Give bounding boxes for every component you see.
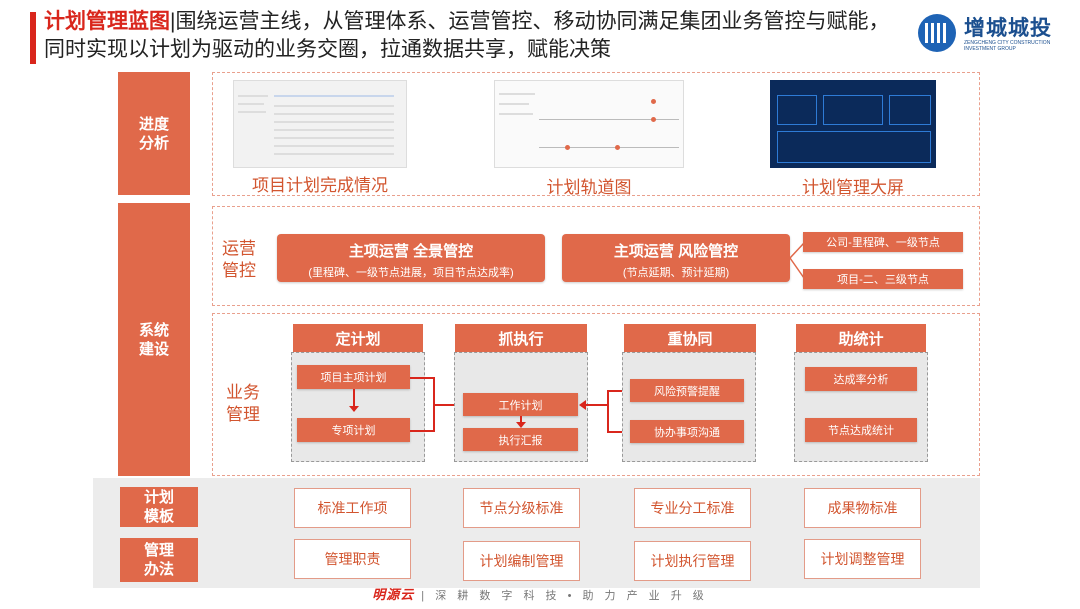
project-node-tag[interactable]: 项目-二、三级节点 bbox=[803, 269, 963, 289]
panorama-control-box[interactable]: 主项运营 全景管控 (里程碑、一级节点进展，项目节点达成率) bbox=[277, 234, 545, 282]
method-compile[interactable]: 计划编制管理 bbox=[463, 541, 580, 581]
plan-track-screenshot[interactable] bbox=[494, 80, 684, 168]
business-label: 业务管理 bbox=[226, 383, 260, 424]
plan-dashboard-screenshot[interactable] bbox=[770, 80, 936, 168]
side-label-progress: 进度分析 bbox=[118, 72, 190, 195]
item-rate-analysis[interactable]: 达成率分析 bbox=[805, 367, 917, 391]
item-risk-warning[interactable]: 风险预警提醒 bbox=[630, 379, 744, 402]
col-head-execute[interactable]: 抓执行 bbox=[455, 324, 587, 352]
item-coord-comm[interactable]: 协办事项沟通 bbox=[630, 420, 744, 443]
side-method-text: 管理办法 bbox=[143, 542, 174, 578]
company-logo: 增城城投 ZENGCHENG CITY CONSTRUCTION INVESTM… bbox=[918, 10, 1068, 56]
ops-label: 运营管控 bbox=[222, 239, 256, 280]
company-milestone-tag[interactable]: 公司-里程碑、一级节点 bbox=[803, 232, 963, 252]
footer: 明源云 | 深 耕 数 字 科 技 • 助 力 产 业 升 级 bbox=[372, 587, 708, 602]
template-division[interactable]: 专业分工标准 bbox=[634, 488, 751, 528]
side-template-text: 计划模板 bbox=[143, 489, 174, 525]
risk-title: 主项运营 风险管控 bbox=[613, 243, 739, 260]
item-main-plan[interactable]: 项目主项计划 bbox=[297, 365, 410, 389]
panorama-subtitle: (里程碑、一级节点进展，项目节点达成率) bbox=[308, 267, 514, 279]
title-accent-bar bbox=[30, 12, 36, 64]
template-standard-work[interactable]: 标准工作项 bbox=[294, 488, 411, 528]
caption-plan-completion: 项目计划完成情况 bbox=[252, 176, 388, 195]
panorama-title: 主项运营 全景管控 bbox=[348, 243, 474, 260]
page-title: 计划管理蓝图|围绕运营主线，从管理体系、运营管控、移动协同满足集团业务管控与赋能… bbox=[44, 8, 904, 64]
method-adjust[interactable]: 计划调整管理 bbox=[804, 539, 921, 579]
title-text: |围绕运营主线，从管理体系、运营管控、移动协同满足集团业务管控与赋能，同时实现以… bbox=[44, 10, 890, 61]
method-responsibility[interactable]: 管理职责 bbox=[294, 539, 411, 579]
footer-brand: 明源云 bbox=[372, 587, 415, 602]
col-head-statistics[interactable]: 助统计 bbox=[796, 324, 926, 352]
side-system-text: 系统建设 bbox=[138, 321, 169, 358]
risk-control-box[interactable]: 主项运营 风险管控 (节点延期、预计延期) bbox=[562, 234, 790, 282]
logo-mark-icon bbox=[918, 14, 956, 52]
arrow-main-to-special bbox=[353, 389, 355, 411]
side-progress-text: 进度分析 bbox=[138, 115, 169, 152]
item-node-stats[interactable]: 节点达成统计 bbox=[805, 418, 917, 442]
side-label-system: 系统建设 bbox=[118, 203, 190, 476]
col-box-collaborate bbox=[622, 352, 756, 462]
logo-cn-text: 增城城投 bbox=[964, 15, 1052, 40]
col-head-collaborate[interactable]: 重协同 bbox=[624, 324, 756, 352]
template-node-level[interactable]: 节点分级标准 bbox=[463, 488, 580, 528]
plan-completion-screenshot[interactable] bbox=[233, 80, 407, 168]
item-special-plan[interactable]: 专项计划 bbox=[297, 418, 410, 442]
method-execute[interactable]: 计划执行管理 bbox=[634, 541, 751, 581]
caption-plan-dashboard: 计划管理大屏 bbox=[802, 178, 904, 197]
side-label-method: 管理办法 bbox=[120, 538, 198, 582]
risk-subtitle: (节点延期、预计延期) bbox=[622, 267, 730, 279]
side-label-template: 计划模板 bbox=[120, 487, 198, 527]
item-exec-report[interactable]: 执行汇报 bbox=[463, 428, 578, 451]
footer-slogan: 深 耕 数 字 科 技 • 助 力 产 业 升 级 bbox=[435, 590, 708, 602]
title-highlight: 计划管理蓝图 bbox=[44, 10, 170, 33]
item-work-plan[interactable]: 工作计划 bbox=[463, 393, 578, 416]
template-deliverable[interactable]: 成果物标准 bbox=[804, 488, 921, 528]
logo-en-text: ZENGCHENG CITY CONSTRUCTION INVESTMENT G… bbox=[964, 40, 1051, 52]
col-head-plan[interactable]: 定计划 bbox=[293, 324, 423, 352]
branch-connector bbox=[790, 242, 805, 279]
caption-plan-track: 计划轨道图 bbox=[546, 178, 632, 197]
